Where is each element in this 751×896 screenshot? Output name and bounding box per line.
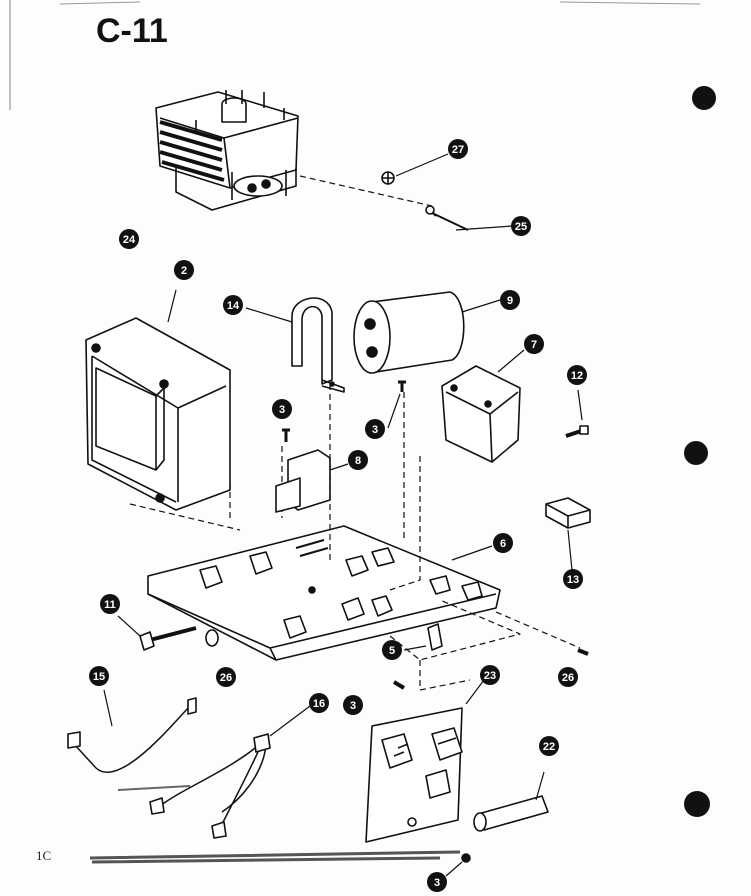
svg-text:2: 2 (181, 265, 187, 277)
scan-artifacts (9, 0, 716, 864)
bolt-and-washer (117, 615, 219, 651)
callout-26-left: 26 (216, 667, 236, 687)
high-voltage-transformer (85, 289, 231, 511)
svg-text:11: 11 (104, 599, 116, 611)
screw-bottom (445, 853, 471, 877)
callout-13: 13 (563, 569, 583, 589)
callout-9: 9 (500, 290, 520, 310)
callout-16: 16 (309, 693, 329, 713)
svg-text:14: 14 (227, 300, 240, 312)
svg-text:12: 12 (571, 370, 583, 382)
callout-8: 8 (348, 450, 368, 470)
callout-2: 2 (174, 260, 194, 280)
svg-text:3: 3 (279, 404, 285, 416)
svg-text:22: 22 (543, 741, 555, 753)
callout-6: 6 (493, 533, 513, 553)
callout-3-center: 3 (365, 419, 385, 439)
callout-22: 22 (539, 736, 559, 756)
page-number: 1C (36, 848, 52, 863)
callout-25: 25 (511, 216, 531, 236)
svg-text:8: 8 (355, 455, 361, 467)
callout-3-bottom: 3 (427, 872, 447, 892)
callout-7: 7 (524, 334, 544, 354)
callouts: 24 27 25 2 14 9 7 12 3 3 8 13 6 11 26 26… (89, 139, 587, 892)
connector-13 (545, 497, 591, 571)
svg-text:3: 3 (434, 877, 440, 889)
assembly-lines (129, 384, 581, 691)
callout-14: 14 (223, 295, 243, 315)
fuse (473, 771, 549, 832)
svg-text:3: 3 (350, 700, 356, 712)
svg-text:15: 15 (93, 671, 105, 683)
screws-misc (392, 648, 589, 690)
svg-text:6: 6 (500, 538, 506, 550)
high-voltage-capacitor (353, 291, 501, 374)
capacitor-bracket (245, 297, 345, 393)
callout-5: 5 (382, 640, 402, 660)
callout-23: 23 (480, 665, 500, 685)
svg-text:23: 23 (484, 670, 496, 682)
svg-text:26: 26 (562, 672, 574, 684)
clip-5 (403, 623, 443, 651)
wire-harness-16 (149, 705, 311, 839)
svg-text:25: 25 (515, 221, 527, 233)
svg-text:24: 24 (123, 234, 136, 246)
callout-26-right: 26 (558, 667, 578, 687)
switch-8 (275, 449, 349, 513)
screw-12 (565, 389, 589, 438)
magnetron (155, 90, 299, 211)
svg-text:7: 7 (531, 339, 537, 351)
svg-text:13: 13 (567, 574, 579, 586)
wire-harness-15 (67, 689, 197, 773)
callout-15: 15 (89, 666, 109, 686)
svg-text:3: 3 (372, 424, 378, 436)
page-title: C-11 (96, 12, 168, 50)
callout-12: 12 (567, 365, 587, 385)
svg-text:9: 9 (507, 295, 513, 307)
svg-text:27: 27 (452, 144, 464, 156)
callout-11: 11 (100, 594, 120, 614)
nut-and-probe (299, 153, 513, 231)
base-plate (147, 525, 501, 661)
circuit-board (365, 679, 485, 843)
svg-text:5: 5 (389, 645, 395, 657)
callout-24: 24 (119, 229, 139, 249)
callout-3-lower: 3 (343, 695, 363, 715)
callout-3-left: 3 (272, 399, 292, 419)
callout-27: 27 (448, 139, 468, 159)
relay-box (441, 349, 525, 463)
svg-text:26: 26 (220, 672, 232, 684)
svg-text:16: 16 (313, 698, 325, 710)
